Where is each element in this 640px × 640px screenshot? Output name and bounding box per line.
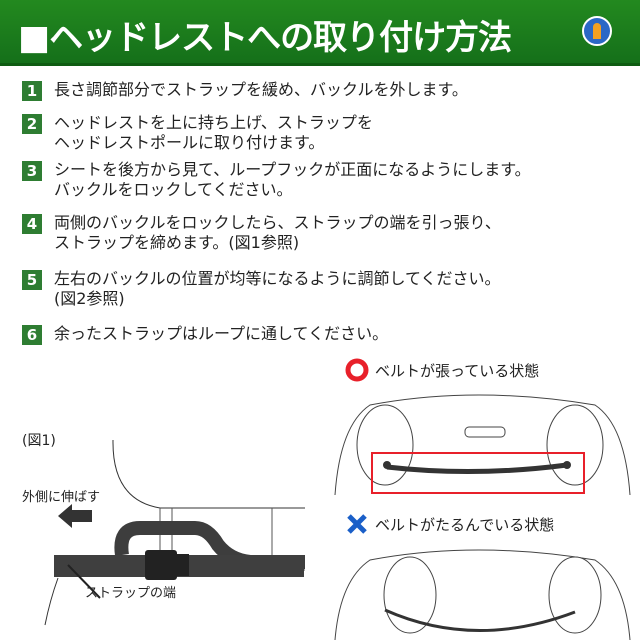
step-text: 長さ調節部分でストラップを緩め、バックルを外します。 xyxy=(54,80,468,99)
bad-state-label: ベルトがたるんでいる状態 xyxy=(345,512,554,536)
figure1-caption: (図1) xyxy=(22,433,56,449)
x-mark-icon xyxy=(347,514,367,534)
brand-logo-icon xyxy=(582,16,612,46)
step-number: 6 xyxy=(22,325,42,345)
step-number: 1 xyxy=(22,81,42,101)
step-number: 4 xyxy=(22,214,42,234)
step-number: 3 xyxy=(22,161,42,181)
good-state-text: ベルトが張っている状態 xyxy=(375,361,540,380)
arrow-label: 外側に伸ばす xyxy=(22,490,101,505)
step-6: 6 余ったストラップはループに通してください。 xyxy=(22,324,388,345)
step-text: 余ったストラップはループに通してください。 xyxy=(54,324,389,343)
step-text: 左右のバックルの位置が均等になるように調節してください。 (図2参照) xyxy=(54,269,501,308)
circle-ok-icon xyxy=(345,358,369,382)
step-5: 5 左右のバックルの位置が均等になるように調節してください。 (図2参照) xyxy=(22,269,501,309)
step-1: 1 長さ調節部分でストラップを緩め、バックルを外します。 xyxy=(22,80,468,101)
bad-state-text: ベルトがたるんでいる状態 xyxy=(375,515,555,534)
step-number: 5 xyxy=(22,270,42,290)
page-title: ■ヘッドレストへの取り付け方法 xyxy=(18,18,512,58)
figure1-illustration xyxy=(44,440,306,626)
step-text: ヘッドレストを上に持ち上げ、ストラップを ヘッドレストポールに取り付けます。 xyxy=(54,113,373,152)
arrow-left-icon xyxy=(58,504,92,528)
car-taut-illustration xyxy=(334,394,631,496)
step-4: 4 両側のバックルをロックしたら、ストラップの端を引っ張り、 ストラップを締めます… xyxy=(22,213,501,253)
step-text: 両側のバックルをロックしたら、ストラップの端を引っ張り、 ストラップを締めます。… xyxy=(54,213,501,252)
step-2: 2 ヘッドレストを上に持ち上げ、ストラップを ヘッドレストポールに取り付けます。 xyxy=(22,113,373,153)
step-text: シートを後方から見て、ループフックが正面になるようにします。 バックルをロックし… xyxy=(54,160,531,199)
step-number: 2 xyxy=(22,114,42,134)
step-3: 3 シートを後方から見て、ループフックが正面になるようにします。 バックルをロック… xyxy=(22,160,531,200)
good-state-label: ベルトが張っている状態 xyxy=(345,358,539,382)
highlight-box xyxy=(371,452,585,494)
header-banner: ■ヘッドレストへの取り付け方法 xyxy=(0,0,640,66)
strap-end-label: ストラップの端 xyxy=(85,586,177,601)
car-slack-illustration xyxy=(334,549,631,640)
